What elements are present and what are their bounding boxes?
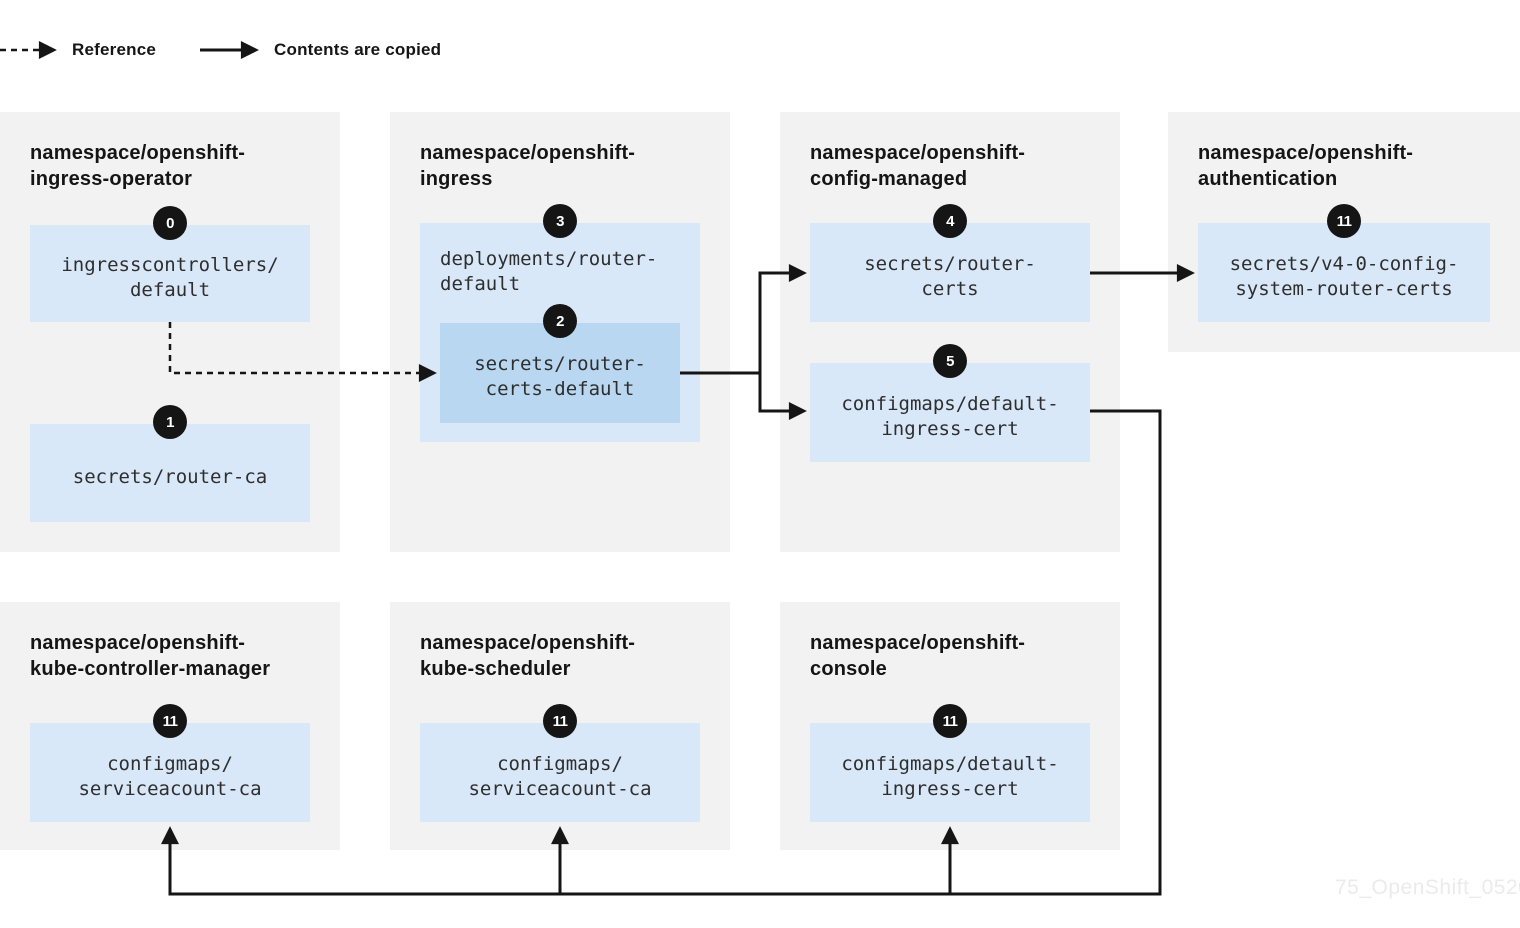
legend-copied-label: Contents are copied <box>274 40 442 59</box>
resource-box-deployments-router-default: deployments/router- default 2 secrets/ro… <box>420 223 700 442</box>
panel-openshift-console: namespace/openshift- console 11 configma… <box>780 602 1120 850</box>
step-badge: 11 <box>1327 204 1361 238</box>
step-badge: 11 <box>933 704 967 738</box>
resource-label: secrets/router- certs-default <box>474 353 646 400</box>
panel-title: namespace/openshift- authentication <box>1198 142 1414 190</box>
resource-box-secrets-v4-0-config-system-router-certs: secrets/v4-0-config- system-router-certs <box>1198 223 1490 322</box>
panel-title: namespace/openshift- kube-scheduler <box>420 632 636 680</box>
panel-openshift-config-managed: namespace/openshift- config-managed 4 se… <box>780 112 1120 552</box>
dashed-arrow-icon <box>0 41 57 59</box>
panel-openshift-kube-scheduler: namespace/openshift- kube-scheduler 11 c… <box>390 602 730 850</box>
resource-label: ingresscontrollers/ default <box>61 253 279 301</box>
resource-label: configmaps/ serviceacount-ca <box>468 752 652 800</box>
resource-box-ingresscontrollers-default: ingresscontrollers/ default <box>30 225 310 322</box>
legend-copied: Contents are copied <box>200 39 441 61</box>
panel-openshift-ingress-operator: namespace/openshift- ingress-operator 0 … <box>0 112 340 552</box>
resource-label: secrets/router-ca <box>72 465 268 488</box>
panel-openshift-kube-controller-manager: namespace/openshift- kube-controller-man… <box>0 602 340 850</box>
watermark: 75_OpenShift_0520 <box>1335 876 1520 899</box>
step-badge-number: 0 <box>166 214 174 232</box>
panel-title: namespace/openshift- config-managed <box>810 142 1026 190</box>
step-badge-number: 4 <box>946 212 954 230</box>
resource-box-secrets-router-certs: secrets/router- certs <box>810 223 1090 322</box>
step-badge: 11 <box>543 704 577 738</box>
step-badge-number: 5 <box>946 352 954 370</box>
step-badge: 0 <box>153 206 187 240</box>
step-badge: 5 <box>933 344 967 378</box>
solid-arrow-icon <box>200 41 259 59</box>
resource-label: configmaps/detault- ingress-cert <box>841 752 1059 800</box>
step-badge-number: 11 <box>552 712 568 730</box>
panel-openshift-ingress: namespace/openshift- ingress 3 deploymen… <box>390 112 730 552</box>
step-badge-number: 11 <box>162 712 178 730</box>
legend: Reference Contents are copied <box>0 38 441 62</box>
step-badge: 2 <box>543 304 577 338</box>
step-badge: 4 <box>933 204 967 238</box>
step-badge: 1 <box>153 405 187 439</box>
panel-title: namespace/openshift- console <box>810 632 1026 680</box>
panel-title: namespace/openshift- ingress <box>420 142 636 190</box>
resource-label: configmaps/ serviceacount-ca <box>78 752 262 800</box>
panel-title: namespace/openshift- ingress-operator <box>30 142 246 190</box>
resource-label: deployments/router- default <box>440 248 658 295</box>
resource-box-secrets-router-certs-default: secrets/router- certs-default <box>440 323 680 423</box>
step-badge-number: 2 <box>556 312 564 330</box>
step-badge-number: 11 <box>942 712 958 730</box>
step-badge-number: 11 <box>1336 212 1352 230</box>
step-badge-number: 1 <box>166 413 174 431</box>
step-badge: 3 <box>543 204 577 238</box>
panel-openshift-authentication: namespace/openshift- authentication 11 s… <box>1168 112 1520 352</box>
resource-label: secrets/router- certs <box>864 252 1036 300</box>
legend-reference: Reference <box>0 39 156 61</box>
step-badge: 11 <box>153 704 187 738</box>
panel-title: namespace/openshift- kube-controller-man… <box>30 632 271 680</box>
legend-reference-label: Reference <box>72 40 157 59</box>
resource-label: secrets/v4-0-config- system-router-certs <box>1229 252 1459 300</box>
resource-label: configmaps/default- ingress-cert <box>841 392 1059 440</box>
step-badge-number: 3 <box>556 212 564 230</box>
